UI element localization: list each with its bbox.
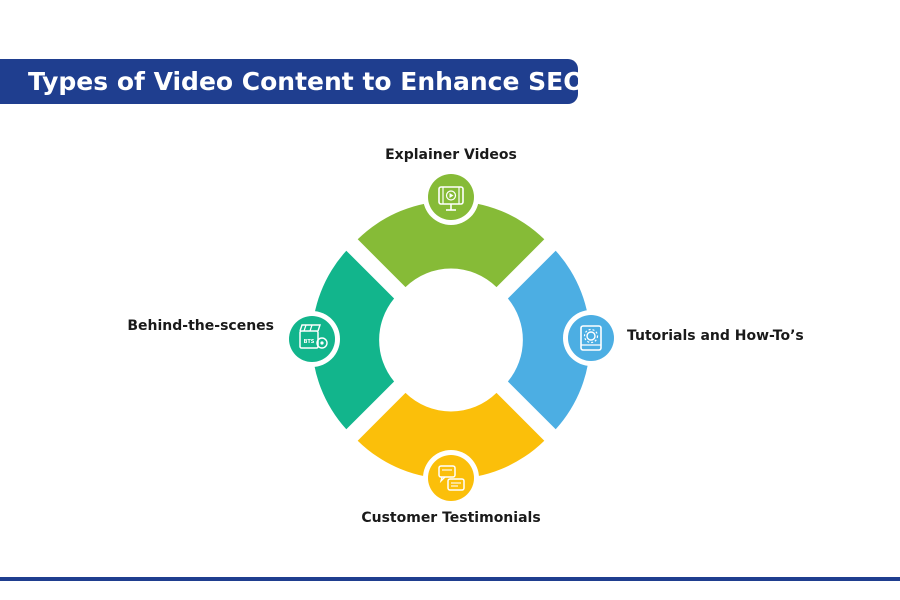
book-gear-icon <box>563 310 619 366</box>
label-tutorials: Tutorials and How-To’s <box>627 328 804 344</box>
segment-bottom <box>357 392 545 479</box>
label-behind-the-scenes: Behind-the-scenes <box>127 318 274 334</box>
svg-text:BTS: BTS <box>304 339 315 345</box>
clapperboard-bts-icon: BTS <box>284 311 340 367</box>
bottom-divider <box>0 577 900 581</box>
video-player-icon <box>423 169 479 225</box>
label-explainer-videos: Explainer Videos <box>385 147 517 163</box>
label-customer-testimonials: Customer Testimonials <box>361 510 541 526</box>
segment-top <box>357 201 545 288</box>
segment-left <box>311 250 395 430</box>
page-title: Types of Video Content to Enhance SEO <box>0 59 584 104</box>
segment-right <box>507 250 591 430</box>
chat-bubbles-icon <box>423 450 479 506</box>
